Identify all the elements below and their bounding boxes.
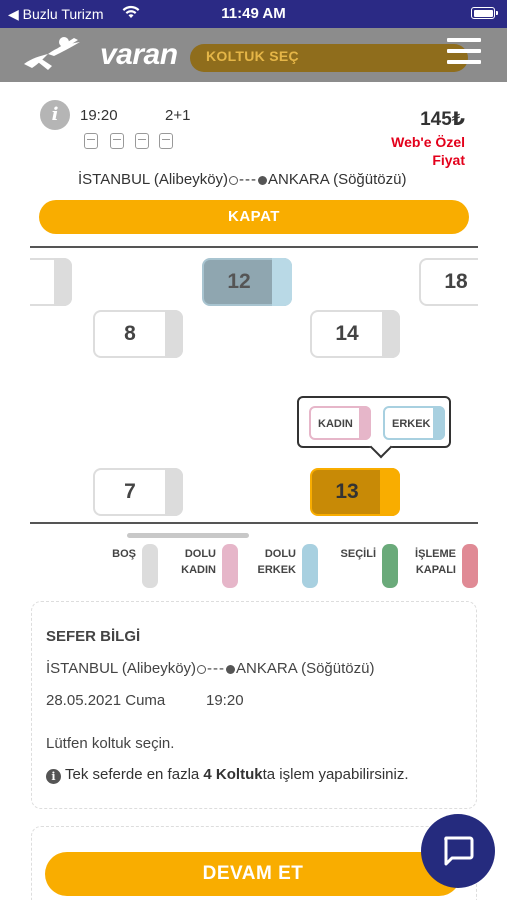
card-title: SEFER BİLGİ — [46, 628, 141, 645]
trip-departure-time: 19:20 — [206, 692, 244, 709]
seat[interactable]: 18 — [419, 258, 478, 306]
brand-name: varan — [100, 38, 178, 71]
seat[interactable]: 8 — [93, 310, 183, 358]
trip-time: 19:20 — [80, 107, 118, 124]
trip-route: İSTANBUL (Alibeyköy)---ANKARA (Söğütözü) — [78, 171, 407, 188]
female-option-button[interactable]: KADIN — [309, 406, 371, 440]
legend-full-male: DOLU ERKEK — [250, 544, 318, 588]
legend-unavailable: İŞLEME KAPALI — [408, 544, 478, 588]
chat-bubble-icon — [444, 836, 474, 866]
seat-icon — [135, 133, 149, 149]
legend-swatch — [382, 544, 398, 588]
legend-swatch — [142, 544, 158, 588]
legend-empty: BOŞ — [100, 544, 158, 588]
info-icon: i — [46, 769, 61, 784]
page-title-pill — [190, 44, 468, 72]
wifi-icon — [122, 5, 140, 18]
battery-icon — [471, 7, 498, 19]
seat-icon — [159, 133, 173, 149]
legend-full-female: DOLU KADIN — [170, 544, 238, 588]
seat-map: 12 18 8 14 KADIN ERKEK 7 13 — [30, 246, 478, 524]
runner-icon — [24, 37, 80, 70]
app-header: varan KOLTUK SEÇ — [0, 28, 507, 82]
seat-instruction: Lütfen koltuk seçin. — [46, 735, 175, 752]
seat[interactable] — [30, 258, 72, 306]
gender-select-popup: KADIN ERKEK — [297, 396, 451, 448]
male-option-button[interactable]: ERKEK — [383, 406, 445, 440]
trip-date: 28.05.2021 Cuma — [46, 692, 166, 709]
destination-dot-icon — [226, 664, 236, 674]
seat-icon — [110, 133, 124, 149]
continue-button[interactable]: DEVAM ET — [45, 852, 461, 896]
legend-swatch — [302, 544, 318, 588]
clock: 11:49 AM — [221, 5, 286, 22]
ticket-price: 145₺ — [420, 109, 465, 130]
seat-selecting[interactable]: 13 — [310, 468, 400, 516]
legend-swatch — [222, 544, 238, 588]
brand-logo[interactable]: varan — [18, 34, 198, 74]
horizontal-scroll-indicator[interactable] — [127, 533, 249, 538]
outlet-icon — [84, 133, 98, 149]
destination-dot-icon — [258, 175, 268, 185]
page-title: KOLTUK SEÇ — [206, 48, 299, 64]
legend-selected: SEÇİLİ — [330, 544, 398, 588]
legend-swatch — [462, 544, 478, 588]
seat[interactable]: 14 — [310, 310, 400, 358]
seat-occupied-male: 12 — [202, 258, 292, 306]
close-button[interactable]: KAPAT — [39, 200, 469, 234]
hamburger-menu-icon[interactable] — [447, 38, 481, 68]
seat-layout: 2+1 — [165, 107, 191, 124]
back-to-app-link[interactable]: ◀ Buzlu Turizm — [8, 6, 104, 22]
web-offer-label: Web'e Özel Fiyat — [391, 134, 465, 168]
card-route: İSTANBUL (Alibeyköy)---ANKARA (Söğütözü) — [46, 660, 375, 677]
info-icon[interactable]: i — [40, 100, 70, 130]
origin-dot-icon — [229, 175, 239, 185]
origin-dot-icon — [197, 664, 207, 674]
status-bar: ◀ Buzlu Turizm 11:49 AM — [0, 0, 507, 28]
trip-info-card: SEFER BİLGİ İSTANBUL (Alibeyköy)---ANKAR… — [31, 601, 477, 809]
chat-button[interactable] — [421, 814, 495, 888]
seat[interactable]: 7 — [93, 468, 183, 516]
